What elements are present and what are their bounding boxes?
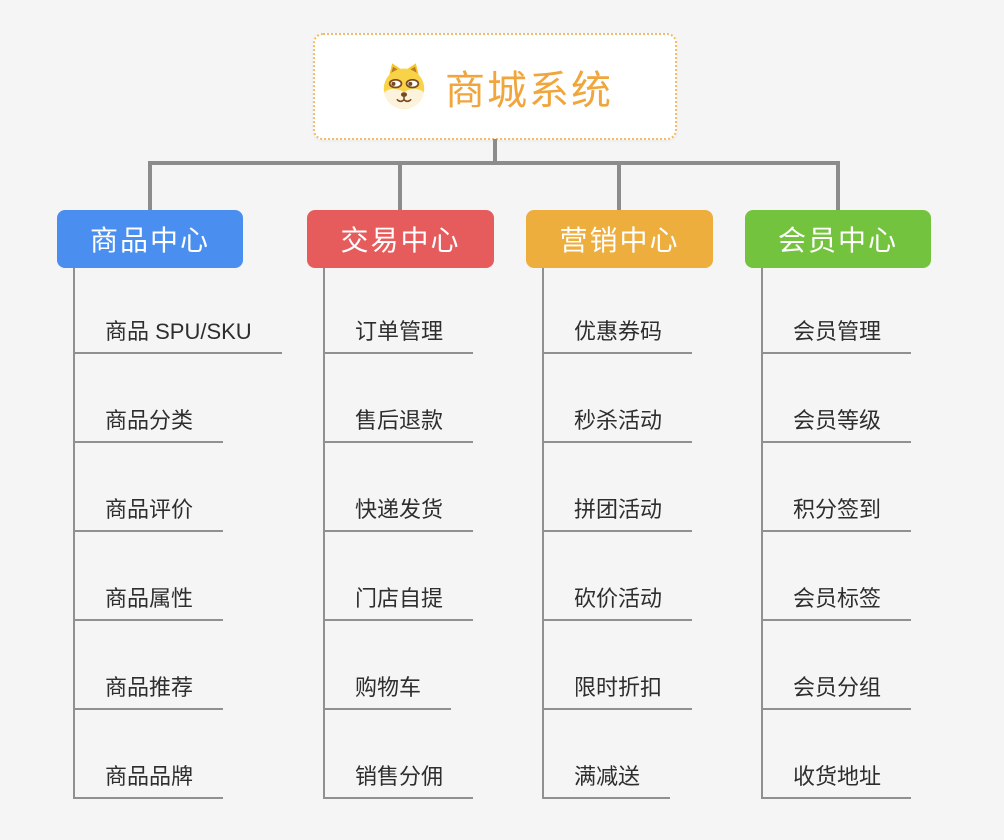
- branch-children-member-center: 会员管理 会员等级 积分签到 会员标签 会员分组 收货地址: [761, 268, 993, 799]
- leaf-node[interactable]: 门店自提: [323, 581, 474, 621]
- branch-label: 营销中心: [559, 225, 680, 256]
- leaf-node[interactable]: 积分签到: [761, 492, 912, 532]
- leaf-node[interactable]: 会员等级: [761, 403, 912, 443]
- branch-children-trade-center: 订单管理 售后退款 快递发货 门店自提 购物车 销售分佣: [323, 268, 555, 799]
- branch-children-marketing-center: 优惠券码 秒杀活动 拼团活动 砍价活动 限时折扣 满减送: [542, 268, 774, 799]
- leaf-node[interactable]: 秒杀活动: [542, 403, 693, 443]
- branch-label: 会员中心: [777, 225, 898, 256]
- leaf-node[interactable]: 满减送: [542, 759, 671, 799]
- root-node[interactable]: 商城系统: [313, 33, 677, 140]
- connector-branch-stub: [836, 163, 840, 210]
- connector-branch-stub: [398, 163, 402, 210]
- leaf-node[interactable]: 商品品牌: [73, 759, 224, 799]
- leaf-node[interactable]: 砍价活动: [542, 581, 693, 621]
- leaf-node[interactable]: 销售分佣: [323, 759, 474, 799]
- dog-face-icon: [377, 60, 431, 114]
- leaf-node[interactable]: 商品评价: [73, 492, 224, 532]
- leaf-node[interactable]: 售后退款: [323, 403, 474, 443]
- branch-node-member-center[interactable]: 会员中心: [745, 210, 931, 268]
- root-title: 商城系统: [445, 68, 613, 113]
- connector-branch-stub: [148, 163, 152, 210]
- leaf-node[interactable]: 订单管理: [323, 314, 474, 354]
- branch-children-product-center: 商品 SPU/SKU 商品分类 商品评价 商品属性 商品推荐 商品品牌: [73, 268, 305, 799]
- leaf-node[interactable]: 收货地址: [761, 759, 912, 799]
- leaf-node[interactable]: 优惠券码: [542, 314, 693, 354]
- branch-label: 商品中心: [89, 225, 210, 256]
- branch-node-product-center[interactable]: 商品中心: [57, 210, 243, 268]
- leaf-node[interactable]: 商品 SPU/SKU: [73, 314, 282, 354]
- leaf-node[interactable]: 会员标签: [761, 581, 912, 621]
- leaf-node[interactable]: 商品分类: [73, 403, 224, 443]
- leaf-node[interactable]: 购物车: [323, 670, 452, 710]
- branch-label: 交易中心: [340, 225, 461, 256]
- leaf-node[interactable]: 会员管理: [761, 314, 912, 354]
- leaf-node[interactable]: 商品推荐: [73, 670, 224, 710]
- leaf-node[interactable]: 商品属性: [73, 581, 224, 621]
- leaf-node[interactable]: 拼团活动: [542, 492, 693, 532]
- connector-bus-line: [148, 161, 840, 165]
- leaf-node[interactable]: 快递发货: [323, 492, 474, 532]
- leaf-node[interactable]: 会员分组: [761, 670, 912, 710]
- connector-branch-stub: [617, 163, 621, 210]
- branch-node-marketing-center[interactable]: 营销中心: [526, 210, 713, 268]
- branch-node-trade-center[interactable]: 交易中心: [307, 210, 494, 268]
- leaf-node[interactable]: 限时折扣: [542, 670, 693, 710]
- connector-root-stub: [493, 139, 497, 165]
